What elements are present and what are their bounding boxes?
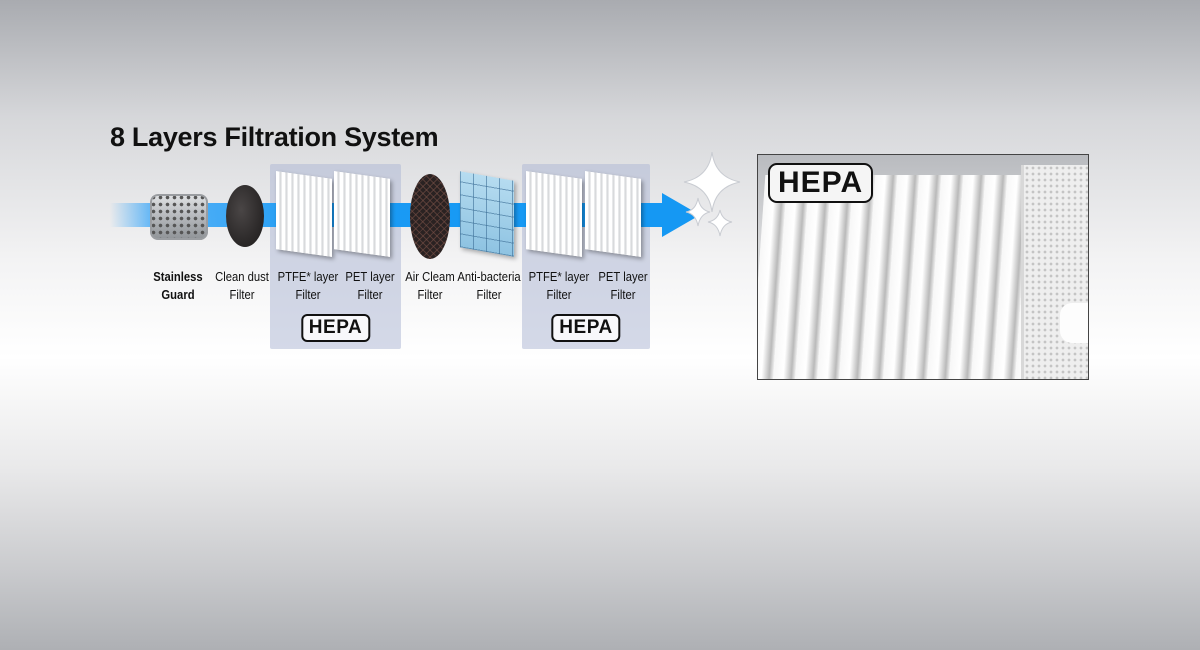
sparkle-icon — [683, 151, 741, 237]
hepa-badge: HEPA — [300, 314, 371, 342]
clean-dust-filter-icon — [226, 185, 264, 247]
hepa-filter-photo: HEPA — [757, 154, 1089, 380]
pet-filter-icon — [585, 171, 641, 257]
ptfe-filter-icon — [526, 171, 582, 257]
filter-tab — [1060, 303, 1088, 343]
hepa-badge: HEPA — [551, 314, 621, 342]
carbon-filter-icon — [410, 174, 450, 259]
ptfe-filter-icon — [276, 171, 332, 257]
anti-bacteria-filter-icon — [460, 171, 514, 257]
filter-frame — [1021, 165, 1088, 379]
page-title: 8 Layers Filtration System — [110, 122, 439, 152]
stainless-guard-icon — [150, 194, 208, 240]
photo-hepa-badge: HEPA — [768, 163, 874, 203]
pet-filter-icon — [334, 171, 390, 257]
